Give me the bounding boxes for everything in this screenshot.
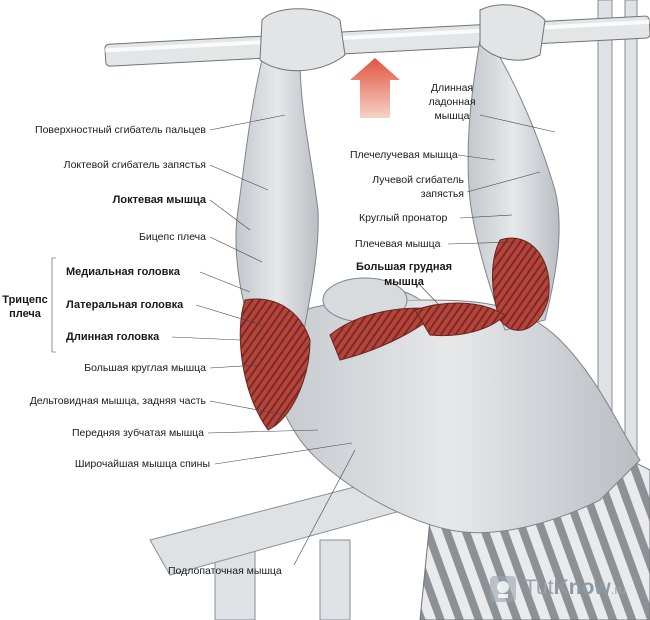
label-pronator: Круглый пронатор [359,212,448,224]
label-subscapularis: Подлопаточная мышца [168,565,282,577]
watermark: TutKnow.ru [486,572,636,608]
label-lateral-head: Латеральная головка [66,299,184,311]
label-brachioradialis: Плечелучевая мышца [350,149,458,161]
label-flexor-carpi-ulnaris: Локтевой сгибатель запястья [63,159,206,171]
left-arm [235,8,346,431]
label-long-head: Длинная головка [66,331,160,343]
label-biceps: Бицепс плеча [139,231,206,243]
triceps-bracket [51,257,56,353]
watermark-logo-icon [490,576,516,602]
right-arm [467,4,560,331]
leader-lines-left [171,114,356,566]
label-pectoralis-line2: мышца [384,276,424,288]
leader-lines-right [417,114,556,307]
label-palmaris-line3: мышца [434,110,470,122]
label-brachialis: Плечевая мышца [355,238,441,250]
pectoralis-major [329,302,506,361]
label-medial-head: Медиальная головка [66,266,180,278]
label-pectoralis-line1: Большая грудная [355,261,453,273]
label-serratus: Передняя зубчатая мышца [71,427,204,439]
label-teres-major: Большая круглая мышца [84,362,206,374]
label-latissimus: Широчайшая мышца спины [74,458,210,470]
label-anconeus: Локтевая мышца [112,194,206,206]
label-palmaris-line2: ладонная [428,96,476,108]
label-palmaris-line1: Длинная [430,82,474,94]
label-superficial-flexor: Поверхностный сгибатель пальцев [35,124,206,136]
label-rear-deltoid: Дельтовидная мышца, задняя часть [29,395,206,407]
label-flexor-radialis-line1: Лучевой сгибатель [372,174,464,186]
label-triceps-title-line1: Трицепс [2,294,48,306]
barbell [104,15,650,67]
watermark-text: TutKnow.ru [524,576,626,599]
label-flexor-radialis-line2: запястья [420,188,464,200]
label-triceps-title-line2: плеча [9,308,41,320]
direction-arrow-icon [350,58,400,118]
